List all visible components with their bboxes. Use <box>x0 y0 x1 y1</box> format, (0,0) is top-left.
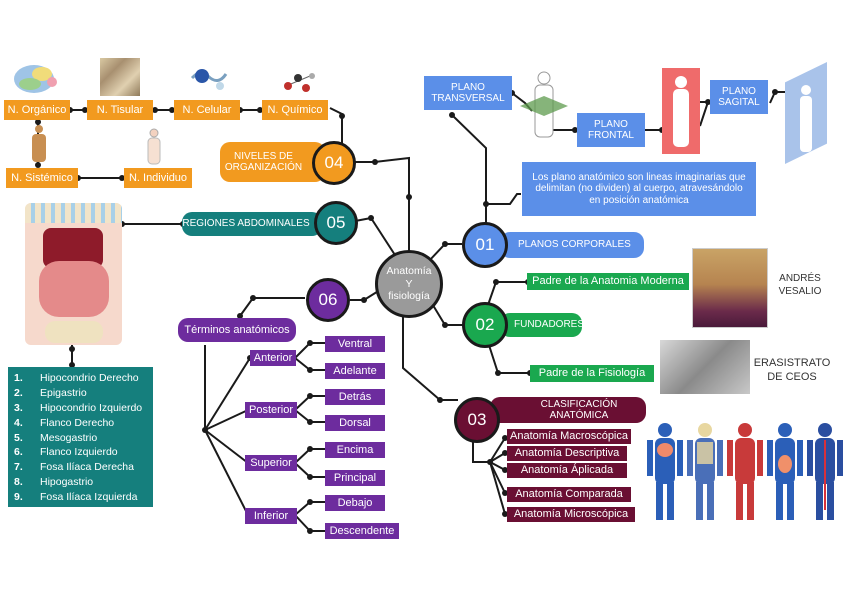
region-item: 3.Hipocondrio Izquierdo <box>14 401 143 414</box>
term-detras[interactable]: Detrás <box>325 389 385 405</box>
node-06-number: 06 <box>318 290 338 309</box>
molecule-icon <box>284 73 315 92</box>
transversal-plane-figure <box>520 71 568 138</box>
niveles-title[interactable]: NIVELES DE ORGANIZACIÓN <box>220 142 325 182</box>
term-debajo[interactable]: Debajo <box>325 495 385 511</box>
abdomen-illustration <box>25 203 122 345</box>
center-label-1: Anatomía <box>386 265 432 278</box>
level-tisular[interactable]: N. Tisular <box>87 100 153 120</box>
term-anterior[interactable]: Anterior <box>250 350 296 366</box>
term-posterior[interactable]: Posterior <box>245 402 297 418</box>
center-label-2: Y <box>405 277 413 290</box>
region-item: 8.Hipogastrio <box>14 475 94 488</box>
classification-aplicada[interactable]: Anatomía Áplicada <box>507 463 627 478</box>
node-05-number: 05 <box>326 213 346 232</box>
node-01-number: 01 <box>475 235 495 254</box>
individual-body-icon <box>147 128 161 165</box>
terminos-title[interactable]: Términos anatómicos <box>178 318 296 342</box>
classification-comparada[interactable]: Anatomía Comparada <box>507 487 631 502</box>
niveles-title-2: ORGANIZACIÓN <box>224 162 303 173</box>
plane-transversal[interactable]: PLANO TRANSVERSAL <box>424 76 512 110</box>
node-03-number: 03 <box>467 410 487 429</box>
node-01[interactable]: 01 <box>462 222 508 268</box>
region-item: 5.Mesogastrio <box>14 431 98 444</box>
plane-frontal[interactable]: PLANO FRONTAL <box>577 113 645 147</box>
classification-microscopica[interactable]: Anatomía Microscópica <box>507 507 635 522</box>
term-principal[interactable]: Principal <box>325 470 385 486</box>
term-encima[interactable]: Encima <box>325 442 385 458</box>
planos-title[interactable]: PLANOS CORPORALES <box>500 232 644 258</box>
term-dorsal[interactable]: Dorsal <box>325 415 385 431</box>
classification-macroscopica[interactable]: Anatomía Macroscópica <box>507 429 631 444</box>
region-item: 4.Flanco Derecho <box>14 416 115 429</box>
term-adelante[interactable]: Adelante <box>325 363 385 379</box>
regions-list: 1.Hipocondrio Derecho 2.Epigastrio 3.Hip… <box>8 367 153 507</box>
node-02-number: 02 <box>475 315 495 334</box>
erasistrato-portrait <box>660 340 750 394</box>
level-individuo[interactable]: N. Individuo <box>124 168 192 188</box>
cell-icon <box>190 69 228 90</box>
region-item: 9.Fosa Ilíaca Izquierda <box>14 490 138 503</box>
fundadores-title[interactable]: FUNDADORES <box>500 313 584 337</box>
term-superior[interactable]: Superior <box>245 455 297 471</box>
tissue-icon <box>100 58 140 96</box>
plane-sagital[interactable]: PLANO SAGITAL <box>710 80 768 114</box>
planes-description: Los plano anatómico son lineas imaginari… <box>522 162 756 216</box>
niveles-title-1: NIVELES DE <box>234 150 293 162</box>
level-organico[interactable]: N. Orgánico <box>4 100 70 120</box>
classification-descriptiva[interactable]: Anatomía Descriptiva <box>507 446 627 461</box>
founder-role-vesalio[interactable]: Padre de la Anatomia Moderna <box>527 273 689 290</box>
region-item: 1.Hipocondrio Derecho <box>14 372 139 385</box>
systemic-body-icon <box>32 125 46 162</box>
term-ventral[interactable]: Ventral <box>325 336 385 352</box>
center-label-3: fisiología <box>388 290 430 303</box>
founder-role-erasistrato[interactable]: Padre de la Fisiología <box>530 365 654 382</box>
level-celular[interactable]: N. Celular <box>174 100 240 120</box>
level-sistemico[interactable]: N. Sistémico <box>6 168 78 188</box>
node-02[interactable]: 02 <box>462 302 508 348</box>
node-04[interactable]: 04 <box>312 141 356 185</box>
regiones-title[interactable]: REGIONES ABDOMINALES <box>182 212 322 236</box>
frontal-plane-figure <box>662 68 700 154</box>
vesalio-portrait <box>692 248 768 328</box>
term-descendente[interactable]: Descendente <box>325 523 399 539</box>
node-04-number: 04 <box>324 153 344 172</box>
node-03[interactable]: 03 <box>454 397 500 443</box>
clasificacion-title[interactable]: CLASIFICACIÓN ANATÓMICA <box>490 397 646 423</box>
body-systems-illustration <box>647 423 843 520</box>
node-05[interactable]: 05 <box>314 201 358 245</box>
region-item: 7.Fosa Ilíaca Derecha <box>14 461 134 474</box>
level-quimico[interactable]: N. Químico <box>262 100 328 120</box>
brain-icon <box>14 65 57 93</box>
center-node[interactable]: Anatomía Y fisiología <box>375 250 443 318</box>
term-inferior[interactable]: Inferior <box>245 508 297 524</box>
node-06[interactable]: 06 <box>306 278 350 322</box>
region-item: 6.Flanco Izquierdo <box>14 446 118 459</box>
region-item: 2.Epigastrio <box>14 387 87 400</box>
